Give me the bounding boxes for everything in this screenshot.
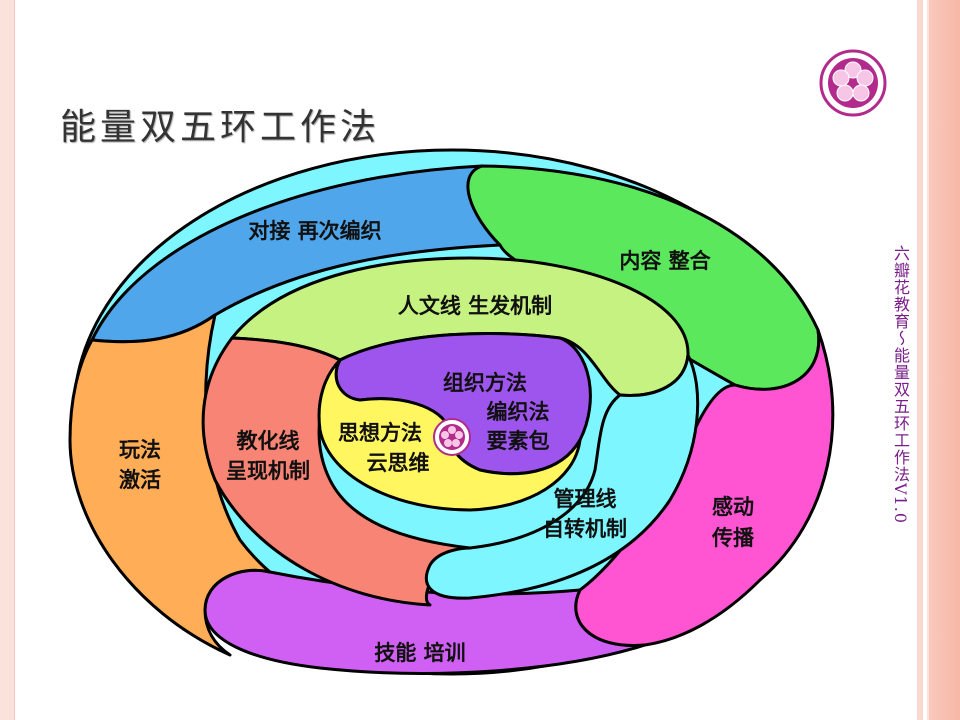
label-inner-right-2: 自转机制: [543, 517, 627, 541]
flower-logo-icon: [819, 49, 887, 117]
side-caption: 六瓣花教育～能量双五环工作法V1.0: [891, 245, 910, 524]
label-inner-left-1: 教化线: [237, 429, 300, 453]
label-inner-top: 人文线 生发机制: [398, 294, 552, 318]
page-title: 能量双五环工作法: [60, 107, 381, 148]
center-flower-icon: [433, 418, 471, 456]
label-inner-left-2: 呈现机制: [226, 459, 310, 483]
label-left-2: 激活: [119, 468, 161, 492]
label-core-purple-1: 组织方法: [443, 371, 527, 395]
segment-cyan-right: [424, 353, 700, 600]
label-top-right: 内容 整合: [619, 249, 711, 273]
right-decor-band: [927, 0, 960, 720]
label-left-1: 玩法: [119, 438, 161, 462]
core-yellow: [317, 358, 582, 512]
label-right-2: 传播: [711, 526, 755, 550]
label-inner-right-1: 管理线: [554, 487, 617, 511]
label-top: 对接 再次编织: [248, 219, 381, 243]
label-core-yellow-2: 云思维: [367, 451, 430, 475]
left-decor-stripe: [0, 0, 15, 720]
label-core-purple-3: 要素包: [487, 429, 550, 453]
label-bottom: 技能 培训: [374, 641, 465, 665]
label-core-purple-2: 编织法: [487, 400, 550, 424]
label-right-1: 感动: [712, 495, 754, 519]
label-core-yellow-1: 思想方法: [338, 421, 422, 445]
segment-orange-left: [68, 313, 272, 657]
segment-green-top-right: [466, 164, 821, 391]
right-decor-stripe-thin: [917, 0, 923, 720]
